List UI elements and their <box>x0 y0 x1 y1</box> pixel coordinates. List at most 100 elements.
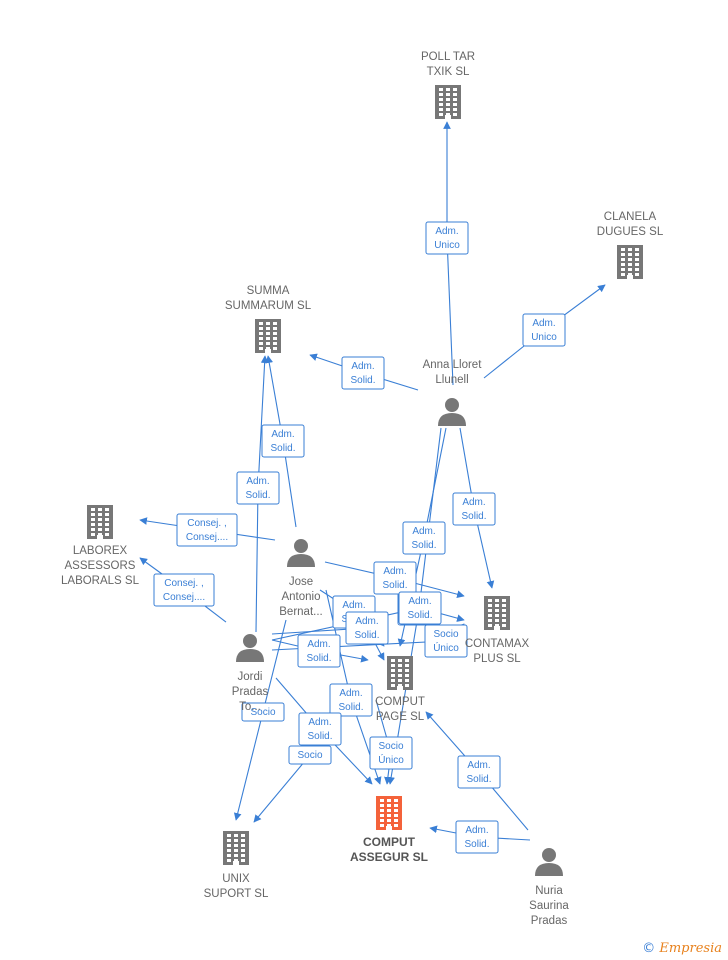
relation-label[interactable]: Socio <box>288 745 332 765</box>
relation-label[interactable]: Adm. Solid. <box>402 521 446 555</box>
node-label: Jordi <box>238 671 263 683</box>
relation-label-text: Socio <box>297 750 322 761</box>
relation-label-text: Solid. <box>466 774 491 785</box>
relation-label-text: Solid. <box>338 702 363 713</box>
relation-label[interactable]: Adm. Solid. <box>329 683 373 717</box>
building-icon <box>255 319 281 353</box>
relation-label-text: Adm. <box>271 429 294 440</box>
relation-label[interactable]: Consej. , Consej.... <box>153 573 215 607</box>
person-icon <box>236 634 264 662</box>
relation-label-text: Adm. <box>307 639 330 650</box>
relation-label-text: Solid. <box>270 443 295 454</box>
relation-label-box <box>457 755 501 789</box>
relation-label-box <box>236 471 280 505</box>
relation-label[interactable]: Socio <box>241 702 285 722</box>
relation-label-text: Adm. <box>342 600 365 611</box>
relation-label-text: Único <box>378 753 404 766</box>
relation-label-text: Adm. <box>308 717 331 728</box>
brand-logo: Empresia <box>659 941 722 956</box>
relation-label-text: Adm. <box>462 497 485 508</box>
relation-label[interactable]: Adm.Solid. <box>452 492 496 526</box>
relation-label-text: Adm. <box>412 526 435 537</box>
relation-label-box <box>176 513 238 547</box>
relation-label-text: Solid. <box>307 731 332 742</box>
relation-label-text: Consej.... <box>163 592 205 603</box>
relation-label-box <box>425 221 469 255</box>
relation-label-box <box>298 712 342 746</box>
relation-label[interactable]: Adm.Solid. <box>455 820 499 854</box>
node-label: LABOREX <box>73 545 128 557</box>
person-icon <box>438 398 466 426</box>
relation-label[interactable]: Adm. Unico <box>425 221 469 255</box>
relation-label-text: Adm. <box>339 688 362 699</box>
relation-label[interactable]: Consej. ,Consej.... <box>176 513 238 547</box>
relation-label-text: Solid. <box>354 630 379 641</box>
person-node[interactable]: JoseAntonioBernat... <box>279 539 323 618</box>
node-label: CONTAMAX <box>465 638 530 650</box>
relation-label-box <box>241 702 285 722</box>
company-node[interactable]: CLANELA DUGUES SL <box>597 211 664 279</box>
relation-label-text: Socio <box>433 629 458 640</box>
node-label: LABORALS SL <box>61 575 140 587</box>
relation-label-box <box>297 634 341 668</box>
node-label: Jose <box>289 576 313 588</box>
node-label: TXIK SL <box>427 66 470 78</box>
relation-label-text: Adm. <box>532 318 555 329</box>
relation-label-box <box>455 820 499 854</box>
relation-label-text: Consej.... <box>186 532 228 543</box>
relation-label-text: Único <box>433 641 459 654</box>
node-label: Llunell <box>435 374 468 386</box>
relation-label[interactable]: Adm. Unico <box>522 313 566 347</box>
relation-label-box <box>341 356 385 390</box>
building-icon <box>484 596 510 630</box>
relation-label[interactable]: Adm.Solid. <box>345 611 389 645</box>
node-label: ASSESSORS <box>65 560 136 572</box>
person-node[interactable]: JordiPradasTo... <box>232 634 269 713</box>
node-label: CLANELA <box>604 211 657 223</box>
company-node[interactable]: LABOREX ASSESSORS LABORALS SL <box>61 505 140 587</box>
relation-label[interactable]: Adm.Solid. <box>341 356 385 390</box>
relation-label-text: Consej. , <box>164 578 203 589</box>
node-label: COMPUT <box>375 696 425 708</box>
relation-label-box <box>153 573 215 607</box>
relation-label[interactable]: Adm.Solid. <box>236 471 280 505</box>
relation-label[interactable]: Adm. Solid. <box>297 634 341 668</box>
relation-label[interactable]: Adm. Solid. <box>457 755 501 789</box>
brand-footer[interactable]: © Empresia <box>642 941 722 956</box>
relation-label[interactable]: Adm. Solid. <box>298 712 342 746</box>
relation-label-box <box>402 521 446 555</box>
relation-label-box <box>424 624 468 658</box>
relation-label[interactable]: Adm.Solid. <box>398 591 442 625</box>
relation-label[interactable]: Adm.Solid. <box>373 561 417 595</box>
relation-label-box <box>373 561 417 595</box>
node-label: SUMMA <box>247 285 290 297</box>
relation-label-text: Unico <box>531 332 557 343</box>
relation-label-box <box>329 683 373 717</box>
relation-label-text: Unico <box>434 240 460 251</box>
node-label: To... <box>239 701 261 713</box>
relation-label-text: Adm. <box>435 226 458 237</box>
copyright-symbol: © <box>642 941 656 956</box>
relation-label[interactable]: Adm. Solid. <box>261 424 305 458</box>
node-label: DUGUES SL <box>597 226 664 238</box>
relation-label-text: Adm. <box>467 760 490 771</box>
relation-label-text: Solid. <box>407 610 432 621</box>
building-icon <box>376 796 402 830</box>
node-label: UNIX <box>222 873 250 885</box>
building-icon <box>435 85 461 119</box>
relation-label-text: Solid. <box>411 540 436 551</box>
relation-label-box <box>261 424 305 458</box>
relation-label-box <box>452 492 496 526</box>
relation-label-text: Solid. <box>306 653 331 664</box>
building-icon <box>223 831 249 865</box>
